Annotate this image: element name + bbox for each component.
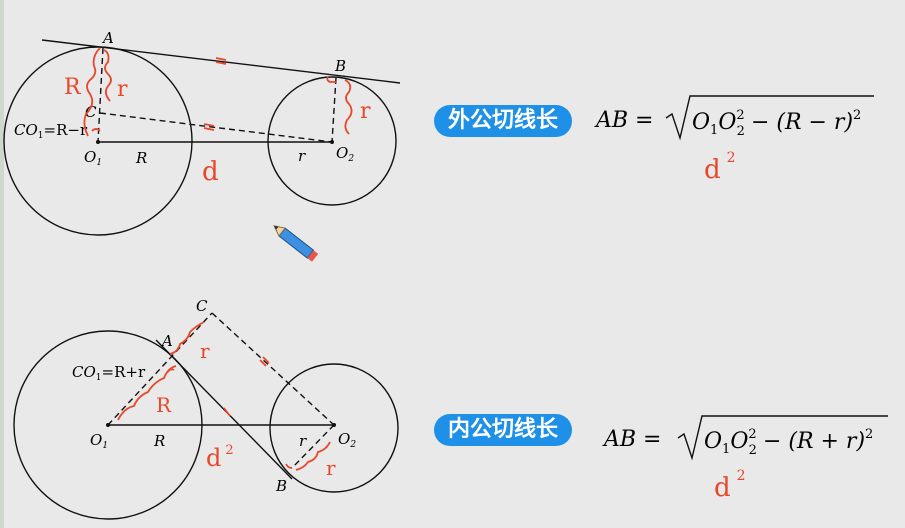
label-big-r-top: R <box>135 149 147 167</box>
label-c-bottom: C <box>196 297 208 315</box>
annot-r-upper-bottom: r <box>200 339 210 363</box>
external-annotations <box>83 47 353 137</box>
parallel-ab-dashed <box>99 112 333 143</box>
label-b-top: B <box>334 57 346 75</box>
label-a-top: A <box>101 29 114 47</box>
right-angle-b-bottom <box>285 463 293 469</box>
internal-dots <box>106 423 336 427</box>
annot-r-lower-bottom: r <box>326 456 336 480</box>
center-dot-o1-bottom <box>106 423 110 427</box>
co1-dashed <box>107 312 213 426</box>
tick-cd-1 <box>203 123 215 127</box>
label-small-r-top: r <box>298 147 306 165</box>
label-o2-bottom: O2 <box>338 430 356 450</box>
center-dot-o2-bottom <box>332 423 336 427</box>
annot-r-left: R <box>64 75 82 100</box>
annot-r-upper: r <box>117 77 128 102</box>
sqrt-sign-top <box>665 95 874 141</box>
pencil-icon <box>273 225 319 262</box>
tick-c <box>91 128 101 132</box>
external-tangent-title: 外公切线长 <box>434 105 573 137</box>
internal-annotations <box>117 321 331 471</box>
label-co1-bottom: CO1=R+r <box>72 363 146 383</box>
tick-ab-bottom <box>223 407 231 417</box>
internal-tangent-title: 内公切线长 <box>434 414 573 446</box>
tick-cd-2 <box>203 127 215 131</box>
annot-d-below: d <box>202 157 219 187</box>
external-tangent-line <box>41 39 401 84</box>
annot-r-mid-bottom: R <box>156 393 172 417</box>
label-small-r-bottom: r <box>299 432 307 450</box>
formula-lhs-bottom: AB = <box>602 427 661 452</box>
tick-co2-2 <box>262 356 270 364</box>
label-big-r-bottom: R <box>153 432 165 450</box>
brace-r-right <box>344 79 353 135</box>
external-dots <box>96 140 334 144</box>
brace-r-upper-bottom <box>169 321 205 355</box>
radius-o2b-dashed <box>331 77 337 143</box>
label-o1-bottom: O1 <box>90 431 108 451</box>
left-edge-strip <box>0 0 4 528</box>
label-co1-top: CO1=R−r <box>14 121 88 141</box>
tick-ab-2 <box>215 61 227 65</box>
label-c-top: C <box>85 103 97 121</box>
label-o2-top: O2 <box>336 144 354 164</box>
o2b-dashed <box>291 424 335 469</box>
right-angle-a-bottom <box>167 368 175 373</box>
tick-ab-1 <box>215 57 227 61</box>
brace-r-upper <box>103 49 112 102</box>
sqrt-sign-bottom <box>677 415 888 461</box>
formula-lhs-top: AB = <box>594 108 653 133</box>
center-dot-o2 <box>330 140 334 144</box>
label-a-bottom: A <box>160 332 173 350</box>
radius-oa-dashed <box>97 47 104 143</box>
tick-co2-1 <box>259 359 267 367</box>
label-o1-top: O1 <box>84 148 102 168</box>
right-angle-b <box>326 76 336 83</box>
co2-dashed <box>211 312 335 426</box>
brace-big-r-mid <box>117 365 177 421</box>
center-dot-o1 <box>96 140 100 144</box>
brace-big-r-left <box>83 47 101 137</box>
circle-o2-bottom <box>269 363 399 493</box>
external-tangent-diagram <box>3 39 401 236</box>
circle-o2-top <box>267 76 397 206</box>
annot-r-right: r <box>360 99 371 124</box>
label-b-bottom: B <box>275 477 287 495</box>
brace-r-lower-bottom <box>295 441 331 471</box>
